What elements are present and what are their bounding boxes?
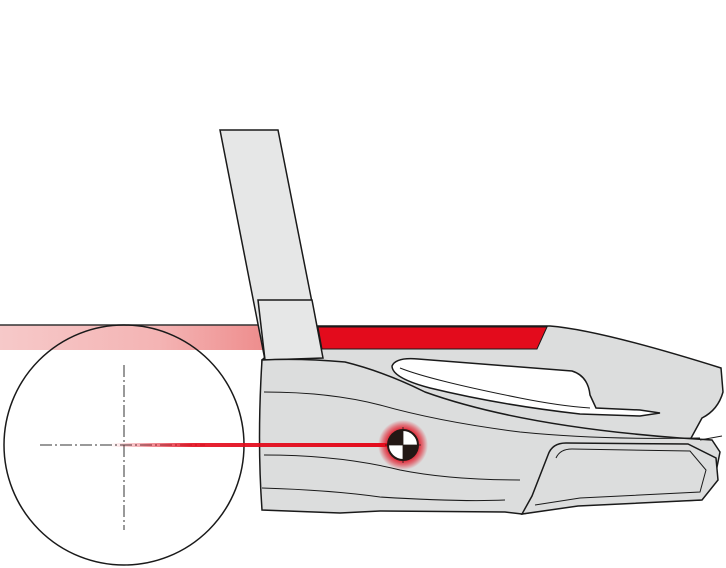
loft-band: [0, 325, 264, 350]
shaft-neck: [257, 299, 324, 361]
cavity-rim: [399, 367, 591, 409]
body-sole-line: [261, 487, 506, 502]
cg-marker-quadrant-tl: [388, 430, 403, 445]
sole-flange: [520, 442, 719, 515]
sole-flange-inner: [534, 448, 707, 506]
toe-line: [699, 435, 723, 441]
body-lower-line: [263, 454, 521, 481]
body-contour-line: [263, 391, 701, 439]
cavity-window: [391, 357, 661, 417]
cg-line: [110, 443, 388, 447]
red-alignment-band: [317, 326, 548, 350]
cg-marker-quadrant-br: [403, 445, 418, 460]
